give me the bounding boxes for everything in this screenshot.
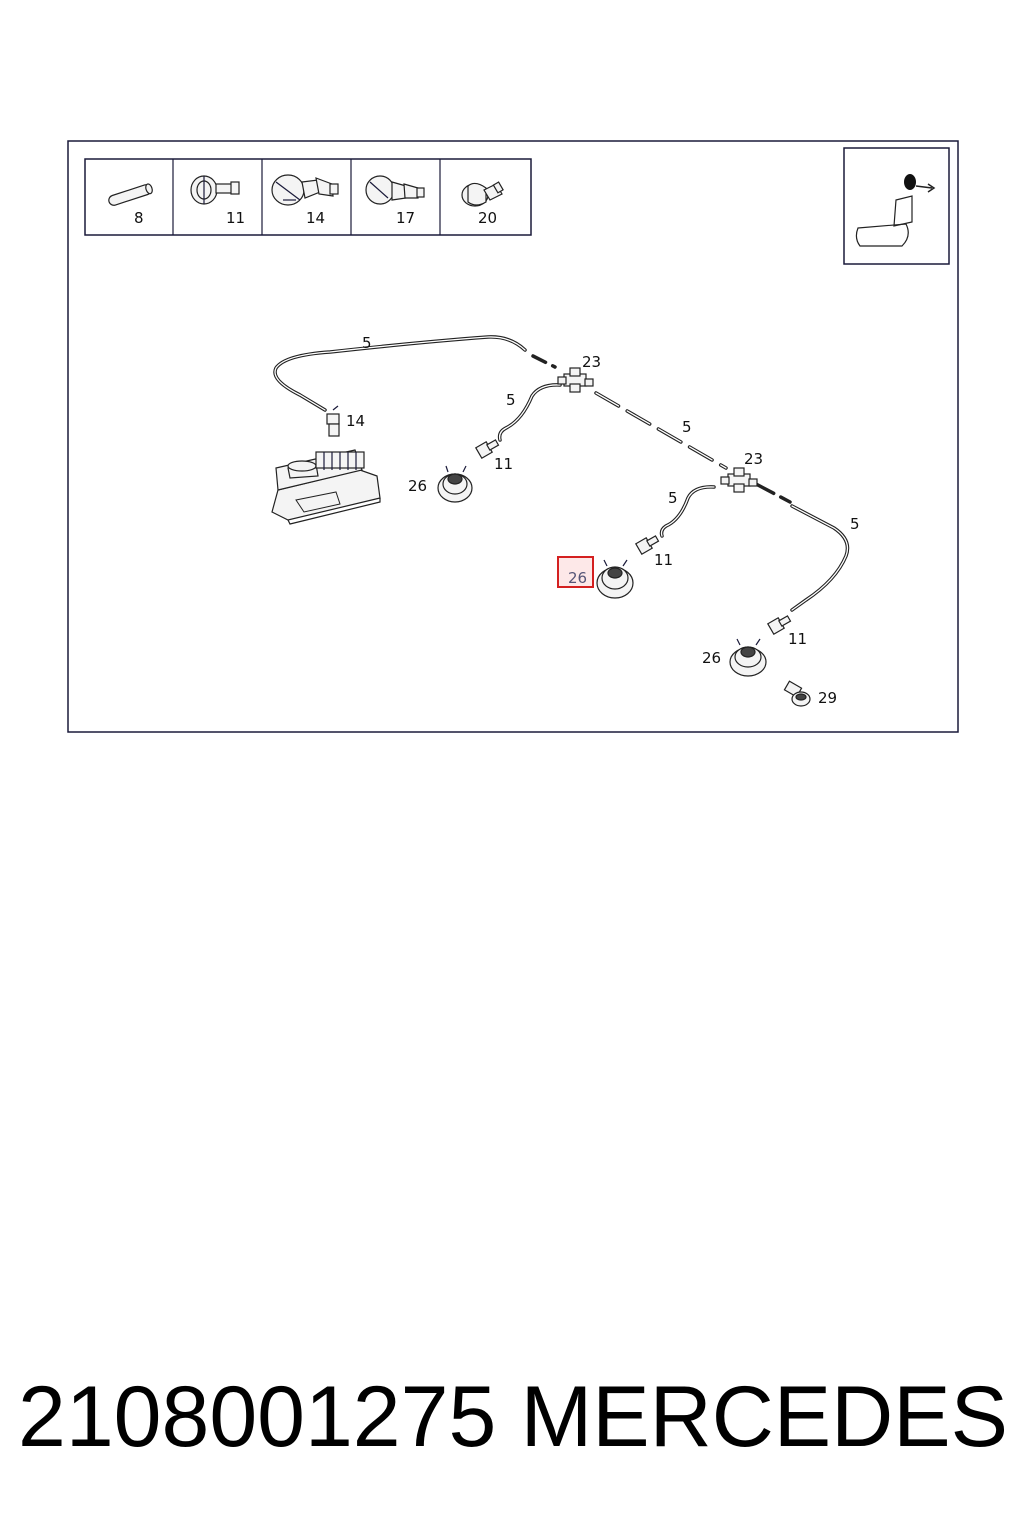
callout-hose-branch-2: 5 [668, 489, 678, 507]
legend-number-17: 17 [396, 209, 415, 227]
callout-tee-2: 23 [744, 450, 763, 468]
callout-actuator-2-highlighted: 26 [568, 569, 587, 587]
callout-hose-middle: 5 [682, 418, 692, 436]
callout-nipple-2: 11 [654, 551, 673, 569]
seat-location-icon [843, 147, 950, 265]
footer: 2108001275 MERCEDES [18, 1362, 1008, 1472]
fitting-29 [783, 680, 811, 707]
callout-connector-14: 14 [346, 412, 365, 430]
vacuum-actuator-1 [437, 465, 473, 503]
elbow-connector-icon [365, 175, 425, 205]
straight-connector-icon [108, 183, 153, 206]
callout-nipple-1: 11 [494, 455, 513, 473]
vacuum-actuator-3 [729, 638, 767, 677]
angled-connector-icon [461, 181, 504, 207]
legend-number-8: 8 [134, 209, 144, 227]
callout-tee-1: 23 [582, 353, 601, 371]
hose-network [273, 335, 850, 612]
legend-number-14: 14 [306, 209, 325, 227]
tee-connector-2 [720, 467, 758, 493]
callout-actuator-1: 26 [408, 477, 427, 495]
legend-strip: 8 11 14 17 [84, 158, 532, 236]
legend-number-20: 20 [478, 209, 497, 227]
callout-hose-right: 5 [850, 515, 860, 533]
callout-hose-top: 5 [362, 334, 372, 352]
nipple-11-a [474, 439, 500, 460]
nipple-connector-icon [190, 175, 240, 205]
callout-hose-branch-1: 5 [506, 391, 516, 409]
diagram-frame [67, 140, 959, 733]
callout-fitting-29: 29 [818, 689, 837, 707]
nipple-11-c [766, 615, 792, 636]
elbow-connector-icon [271, 174, 339, 206]
elbow-connector-14 [326, 405, 340, 437]
callout-actuator-3: 26 [702, 649, 721, 667]
highlight-box [557, 556, 594, 588]
parts-diagram: 8 11 14 17 [67, 140, 959, 733]
vacuum-actuator-2 [596, 559, 634, 599]
callout-nipple-3: 11 [788, 630, 807, 648]
part-number: 2108001275 [18, 1368, 497, 1465]
vacuum-pump [271, 449, 381, 525]
brand-name: MERCEDES [520, 1368, 1008, 1465]
tee-connector-1 [557, 367, 594, 393]
legend-number-11: 11 [226, 209, 245, 227]
nipple-11-b [634, 535, 660, 556]
